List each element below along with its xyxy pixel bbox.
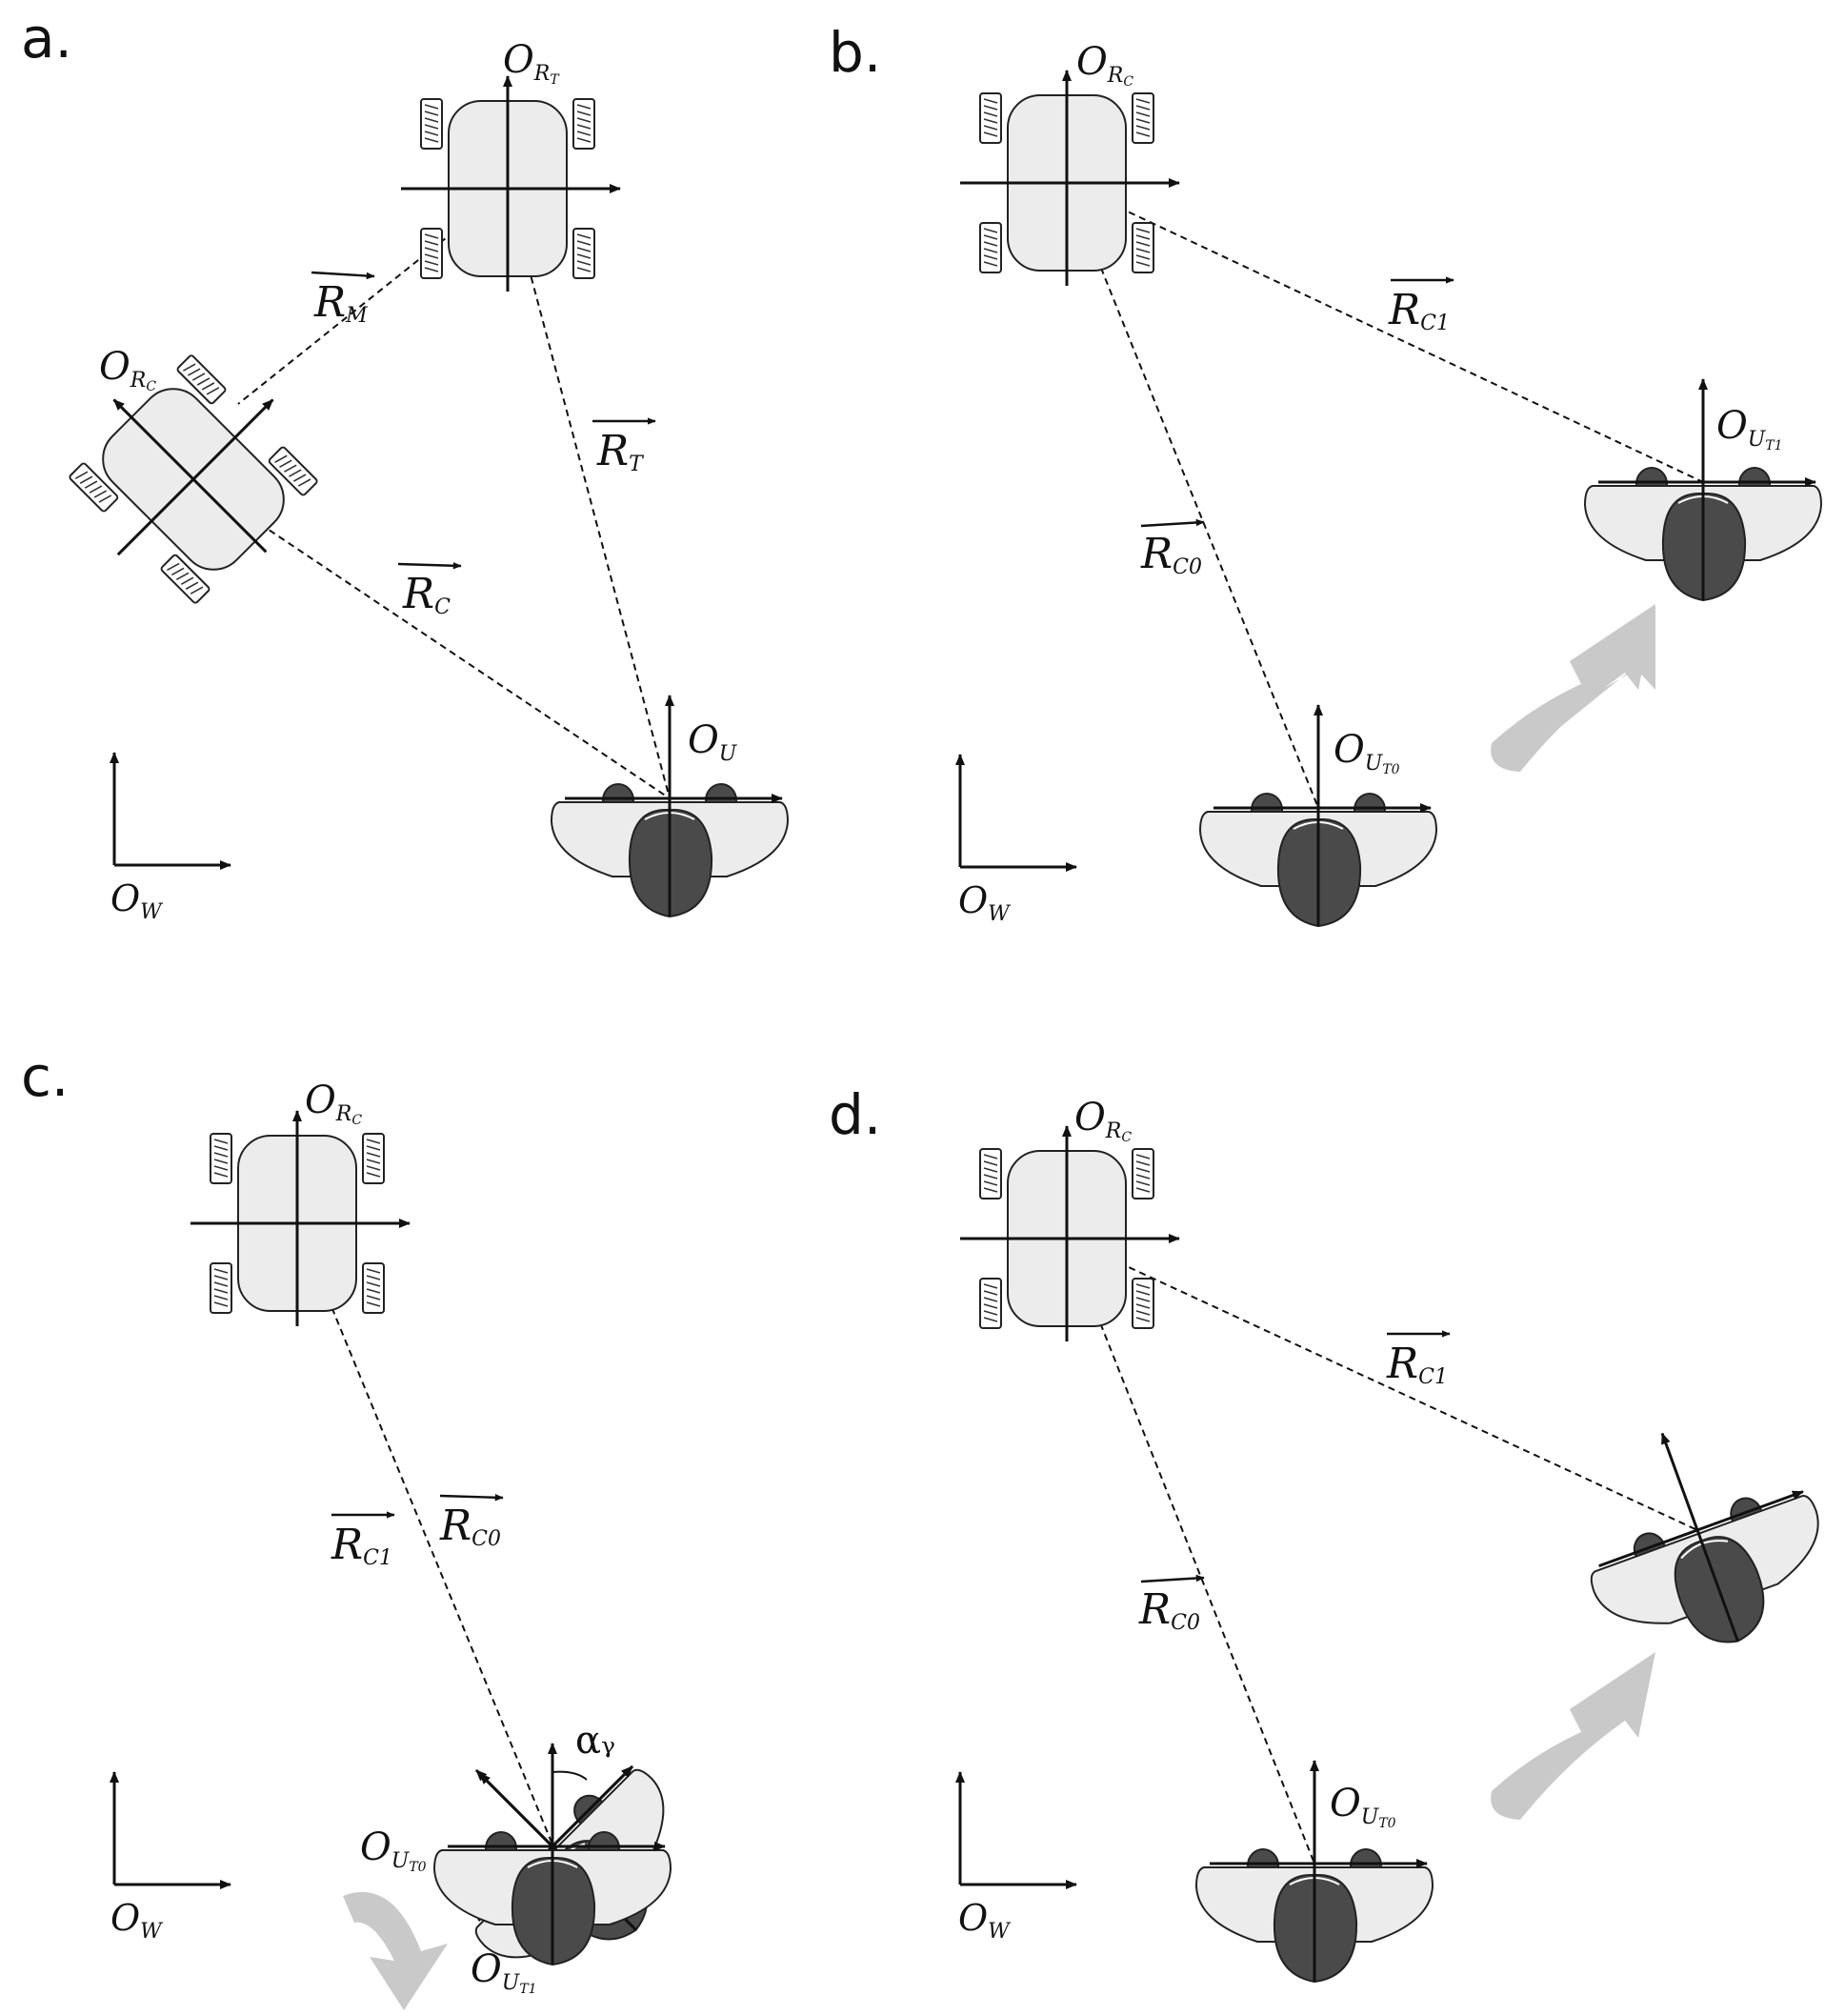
world-label-a: OW xyxy=(110,877,164,924)
world-frame-b xyxy=(960,755,1076,867)
robot-frame-label-rc: ORC xyxy=(99,345,156,394)
user-t0-d xyxy=(1196,1761,1433,1982)
world-label-c: OW xyxy=(110,1897,164,1944)
vector-label-rc1-c: RC1 xyxy=(331,1521,392,1570)
panel-d: d. ORC OUT0 OW RC1 RC0 xyxy=(829,1082,1825,1982)
motion-arrow-b-body xyxy=(1491,604,1655,772)
world-frame-c xyxy=(114,1772,231,1885)
robot-frame-label-d: ORC xyxy=(1074,1096,1132,1145)
vector-label-rc: RC xyxy=(402,570,451,619)
rotation-arrow-c xyxy=(343,1891,448,2010)
world-frame-a xyxy=(114,753,231,865)
robot-target xyxy=(401,76,620,292)
user-t1-b xyxy=(1585,379,1821,600)
vector-label-rc0-d: RC0 xyxy=(1138,1585,1200,1635)
robot-frame-label-c: ORC xyxy=(305,1079,362,1128)
panel-label-d: d. xyxy=(829,1082,881,1147)
angle-label: αᵧ xyxy=(575,1719,615,1763)
vector-label-rc0-c: RC0 xyxy=(439,1502,501,1551)
vector-label-rc0-b: RC0 xyxy=(1140,530,1202,579)
vector-label-rc1-d: RC1 xyxy=(1386,1340,1448,1389)
user-a xyxy=(552,696,788,917)
vector-label-rm: RM xyxy=(313,278,368,328)
panel-label-a: a. xyxy=(21,6,72,71)
user-frame-label-a: OU xyxy=(688,718,738,766)
user-frame-label-t0-d: OUT0 xyxy=(1330,1782,1396,1831)
panel-label-b: b. xyxy=(829,20,881,85)
user-frame-label-t0-b: OUT0 xyxy=(1334,728,1400,777)
user-t1-d xyxy=(1552,1393,1825,1682)
robot-current xyxy=(38,320,345,627)
angle-arc xyxy=(552,1770,588,1781)
user-t0-b xyxy=(1200,705,1436,926)
panel-b: b. ORC OUT1 OUT0 OW RC1 RC0 xyxy=(829,20,1821,926)
user-frame-label-t1-b: OUT1 xyxy=(1716,404,1783,454)
panel-c: c. ORC αᵧ OUT0 OUT1 OW RC1 xyxy=(21,1044,719,2013)
user-frame-label-t1-c: OUT1 xyxy=(471,1947,537,1997)
world-label-b: OW xyxy=(958,879,1012,926)
panel-a: a. ORT ORC OU OW RM RT RC xyxy=(21,6,788,924)
robot-frame-label-b: ORC xyxy=(1076,40,1133,90)
robot-frame-label-rt: ORT xyxy=(503,38,560,88)
vector-label-rt: RT xyxy=(596,427,645,476)
robot-c xyxy=(191,1111,410,1326)
vector-label-rc1-b: RC1 xyxy=(1388,286,1450,335)
user-frame-label-t0-c: OUT0 xyxy=(360,1825,427,1875)
robot-b xyxy=(960,71,1179,286)
motion-arrow-d xyxy=(1491,1652,1655,1820)
world-label-d: OW xyxy=(958,1897,1012,1944)
panel-label-c: c. xyxy=(21,1044,69,1109)
robot-d xyxy=(960,1126,1179,1341)
world-frame-d xyxy=(960,1772,1076,1885)
